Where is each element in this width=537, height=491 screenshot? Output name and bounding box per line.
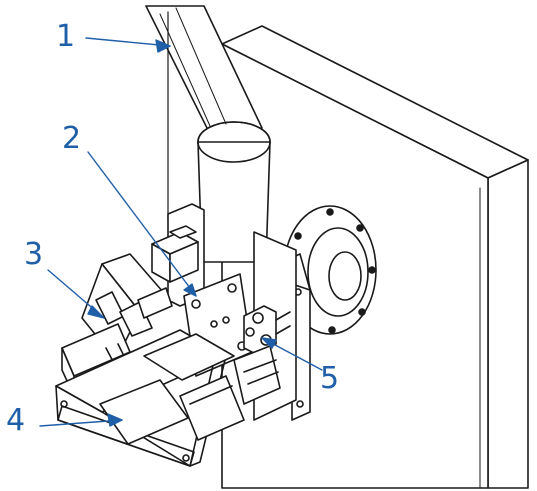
- duct-pipe: [145, 5, 271, 263]
- arrowhead-4: [107, 413, 123, 427]
- callout-5: 5: [320, 361, 340, 396]
- leader-lines: [39, 37, 323, 427]
- arrowhead-1: [155, 39, 171, 53]
- callout-3: 3: [24, 237, 44, 272]
- motor-block: [143, 333, 281, 405]
- arrowhead-3: [87, 305, 105, 319]
- sensor-box: [151, 225, 199, 283]
- arrowhead-2: [183, 283, 197, 297]
- callout-1: 1: [56, 19, 76, 54]
- wall-flange: [283, 205, 377, 335]
- leader-line-1: [85, 37, 171, 47]
- arrowhead-5: [261, 337, 277, 349]
- base-tray: [55, 329, 245, 467]
- leader-line-2: [87, 151, 197, 297]
- leader-line-4: [39, 419, 123, 427]
- callout-4: 4: [6, 403, 26, 438]
- callout-2: 2: [62, 121, 82, 156]
